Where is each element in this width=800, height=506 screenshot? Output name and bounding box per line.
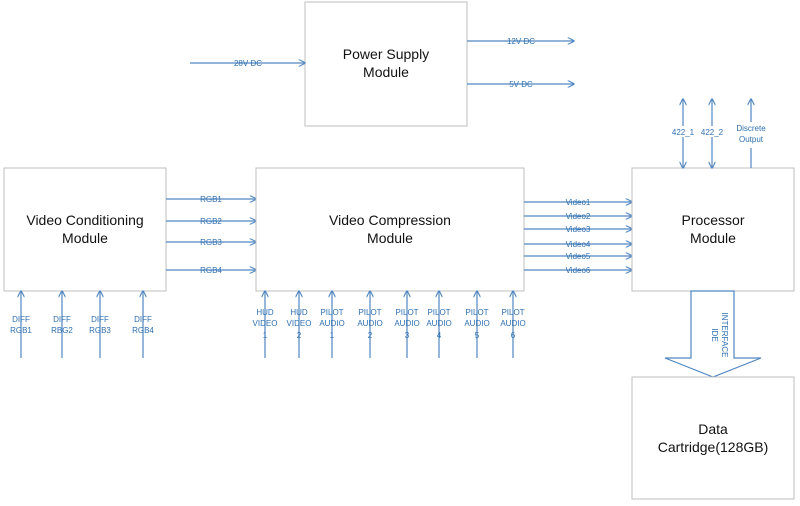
pilot-audio-6-line1: PILOT [501, 308, 524, 317]
diff-rgb1-label-line1: DIFF [12, 315, 30, 324]
video3-label: Video3 [566, 225, 591, 234]
pilot-audio-6-line2: AUDIO [500, 319, 525, 328]
diff-rgb3-label-line2: RGB3 [89, 326, 111, 335]
power-input-label: 28V DC [234, 59, 262, 68]
power-12v-label: 12V DC [507, 37, 535, 46]
video4-label: Video4 [566, 240, 591, 249]
pilot-audio-4-line2: AUDIO [426, 319, 451, 328]
pilot-audio-1-line2: AUDIO [319, 319, 344, 328]
video6-label: Video6 [566, 266, 591, 275]
ide-interface-line2: INTERFACE [720, 313, 729, 358]
rgb1-label: RGB1 [200, 195, 222, 204]
rgb2-label: RGB2 [200, 217, 222, 226]
video-compression-title-line1: Video Compression [329, 212, 451, 228]
video5-label: Video5 [566, 252, 591, 261]
video-compression-module [255, 167, 525, 292]
power-supply-title-line1: Power Supply [343, 46, 429, 62]
io-422-1-label: 422_1 [672, 128, 695, 137]
pilot-audio-2-line1: PILOT [358, 308, 381, 317]
hud-video-2-line3: 2 [297, 331, 302, 340]
diff-rgb4-label-line2: RGB4 [132, 326, 154, 335]
video-compression-title-line2: Module [367, 230, 413, 246]
ide-interface-arrow [664, 290, 762, 378]
io-422-1-label-bg [668, 126, 698, 137]
power-supply-module [304, 1, 468, 127]
diff-rgb3-label-line1: DIFF [91, 315, 109, 324]
pilot-audio-4-line1: PILOT [427, 308, 450, 317]
video-conditioning-module [3, 167, 167, 292]
pilot-audio-1-line3: 1 [330, 331, 335, 340]
video-conditioning-title-line2: Module [62, 230, 108, 246]
diff-rbg2-label-line1: DIFF [53, 315, 71, 324]
diff-rgb1-label-line2: RGB1 [10, 326, 32, 335]
io-422-2-label: 422_2 [701, 128, 724, 137]
video2-label: Video2 [566, 212, 591, 221]
video1-label: Video1 [566, 198, 591, 207]
processor-module [631, 167, 795, 292]
hud-video-1-line3: 1 [263, 331, 268, 340]
pilot-audio-5-line2: AUDIO [464, 319, 489, 328]
hud-video-2-line1: HUD [290, 308, 308, 317]
diff-rgb4-label-line1: DIFF [134, 315, 152, 324]
data-cartridge-line1: Data [698, 421, 728, 437]
pilot-audio-3-line1: PILOT [395, 308, 418, 317]
io-422-2-label-bg [697, 126, 727, 137]
pilot-audio-5-line1: PILOT [465, 308, 488, 317]
discrete-output-line1: Discrete [736, 124, 766, 133]
processor-title-line2: Module [690, 230, 736, 246]
data-cartridge-line2: Cartridge(128GB) [658, 439, 769, 455]
pilot-audio-5-line3: 5 [475, 331, 480, 340]
pilot-audio-4-line3: 4 [437, 331, 442, 340]
hud-video-1-line2: VIDEO [253, 319, 278, 328]
rgb4-label: RGB4 [200, 266, 222, 275]
discrete-output-line2: Output [739, 135, 764, 144]
pilot-audio-2-line2: AUDIO [357, 319, 382, 328]
video-conditioning-title-line1: Video Conditioning [26, 212, 143, 228]
data-cartridge-module [631, 376, 795, 500]
pilot-audio-2-line3: 2 [368, 331, 373, 340]
hud-video-1-line1: HUD [256, 308, 274, 317]
power-5v-label: 5V DC [509, 80, 533, 89]
hud-video-2-line2: VIDEO [287, 319, 312, 328]
power-supply-title-line2: Module [363, 64, 409, 80]
pilot-audio-3-line3: 3 [405, 331, 410, 340]
processor-title-line1: Processor [681, 212, 744, 228]
pilot-audio-1-line1: PILOT [320, 308, 343, 317]
ide-interface-line1: IDE [710, 328, 719, 341]
pilot-audio-6-line3: 6 [511, 331, 516, 340]
rgb3-label: RGB3 [200, 238, 222, 247]
diff-rbg2-label-line2: RBG2 [51, 326, 73, 335]
pilot-audio-3-line2: AUDIO [394, 319, 419, 328]
